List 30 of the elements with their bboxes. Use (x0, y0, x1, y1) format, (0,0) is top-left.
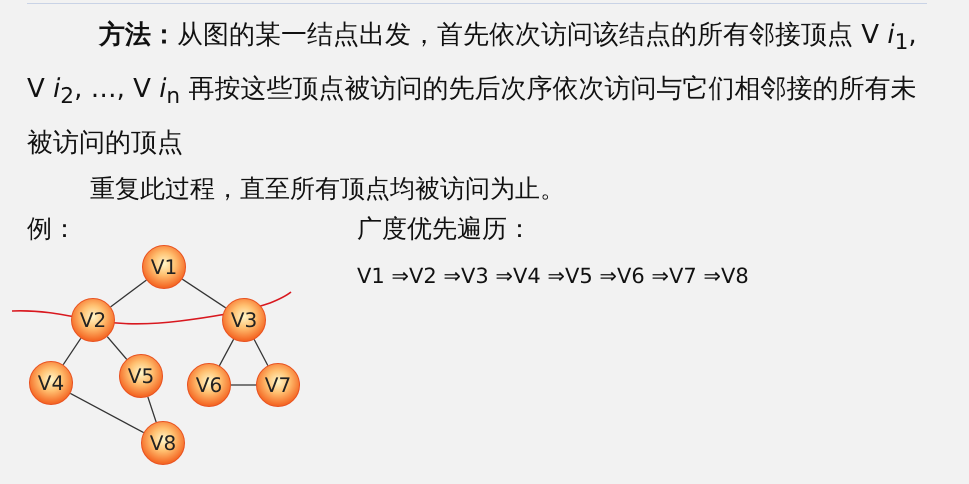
graph-edge (218, 339, 234, 366)
vertex-circle (29, 361, 73, 405)
graph-edge (231, 384, 256, 386)
vertex-circle (141, 421, 185, 465)
vertex-label: V1 (150, 255, 178, 279)
graph-edge (182, 278, 226, 308)
traversal-sequence: V1 ⇒V2 ⇒V3 ⇒V4 ⇒V5 ⇒V6 ⇒V7 ⇒V8 (357, 263, 750, 290)
vertex-label: V7 (264, 373, 292, 397)
vertex-label: V4 (38, 371, 64, 395)
repeat-sentence: 重复此过程，直至所有顶点均被访问为止。 (90, 173, 566, 205)
method-paragraph: 方法：从图的某一结点出发，首先依次访问该结点的所有邻接顶点 V i$_{1}$, V i$_{2}$, …, V i$_{n}$ 再按这些顶点被访问的先后次序依次访问与它们相邻接的所有未被访问的顶点 (27, 19, 918, 160)
vertex-label: V8 (150, 431, 176, 455)
graph-edge (70, 392, 144, 434)
vertex-label: V5 (128, 364, 154, 388)
vertex-circle (222, 298, 266, 342)
vertex-label: V6 (196, 373, 222, 397)
vertex-circle (256, 363, 300, 407)
traversal-heading: 广度优先遍历： (357, 213, 533, 245)
vertex-label: V2 (80, 308, 106, 332)
graph-edge (62, 338, 82, 366)
graph-edge (106, 336, 128, 360)
vertex-circle (71, 298, 115, 342)
vertex-circle (142, 245, 186, 289)
graph-edge (147, 396, 157, 422)
graph-edge (110, 280, 147, 308)
example-label: 例： (27, 213, 78, 245)
vertex-circle (119, 354, 163, 398)
vertex-circle (187, 363, 231, 407)
vertex-label: V3 (230, 308, 258, 332)
graph-edge (254, 339, 268, 366)
